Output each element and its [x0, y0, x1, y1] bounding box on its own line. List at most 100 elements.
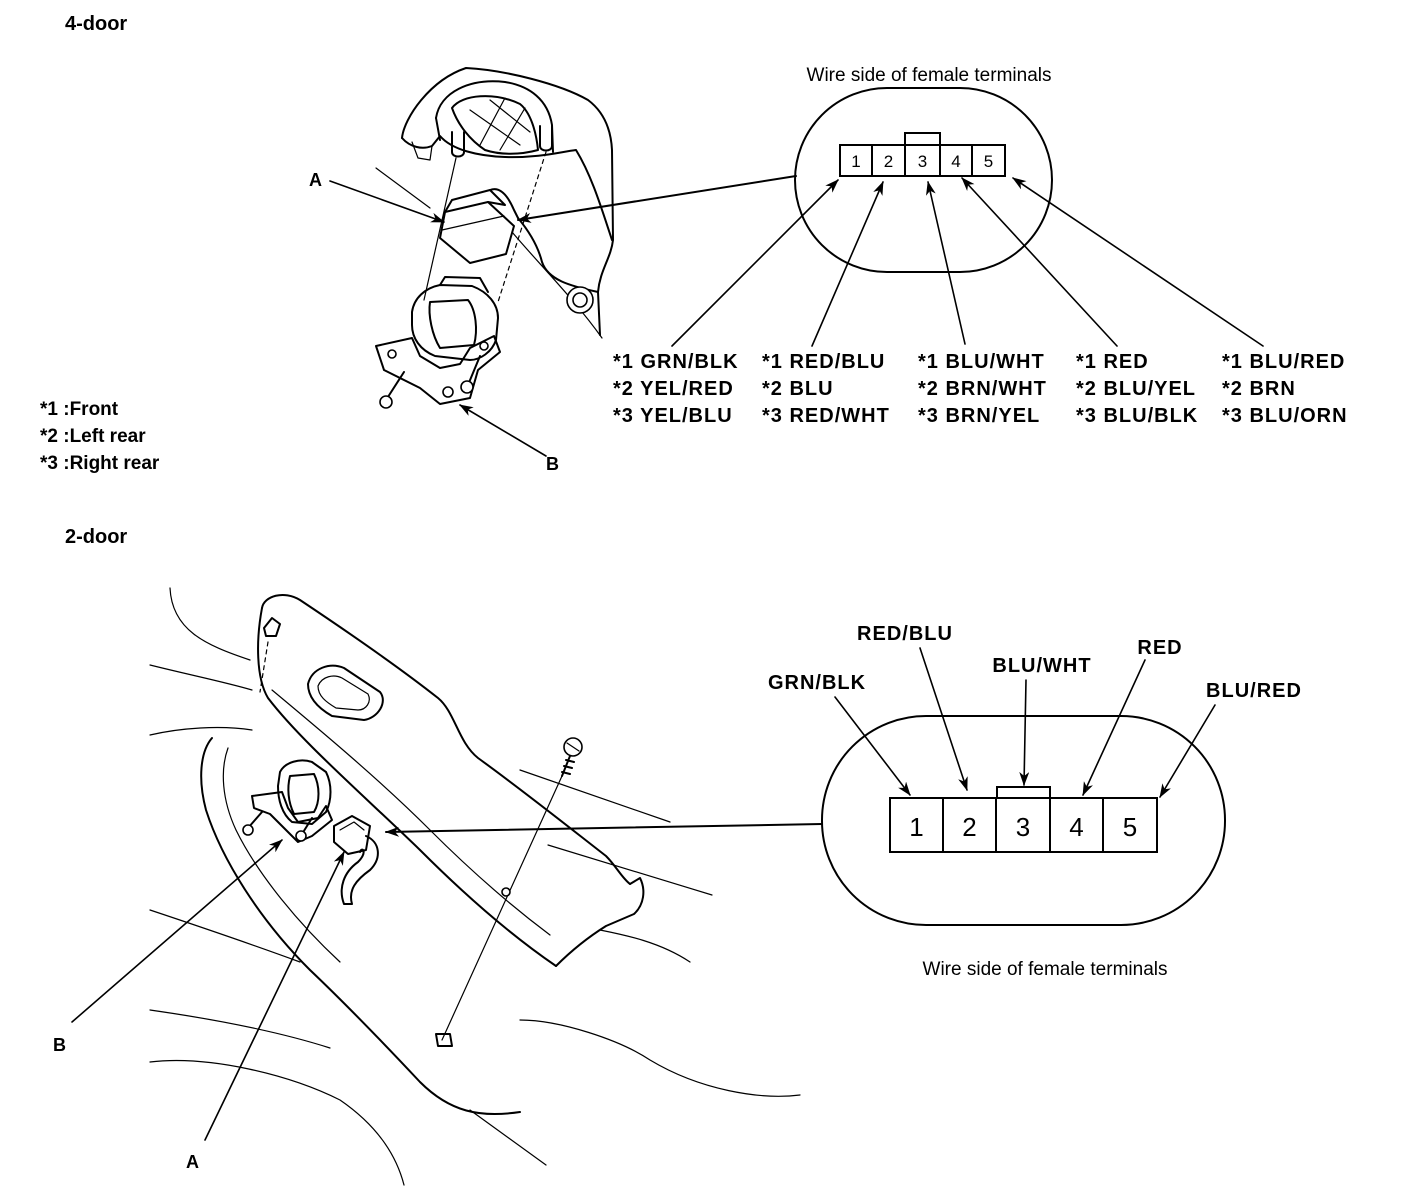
- wire-col2-left-rear: *2 BLU: [762, 378, 834, 400]
- body-contour-11: [469, 1109, 547, 1166]
- mirror-switch-b-2door: [242, 759, 333, 843]
- screw-left-shank: [385, 371, 405, 401]
- body-contour-8: [547, 844, 713, 896]
- trim-screw-hole: [501, 887, 511, 897]
- bracket-hole-left: [387, 349, 397, 359]
- door-panel-crease: [271, 689, 551, 936]
- wire-arrow-terminal-5: [1159, 704, 1216, 798]
- door-shell-inner: [222, 747, 341, 963]
- wire-col4-right-rear: *3 BLU/BLK: [1076, 405, 1198, 427]
- body-contour-7: [519, 769, 671, 823]
- body-contour-4: [149, 909, 301, 963]
- wire-labels-2door: GRN/BLK RED/BLU BLU/WHT RED BLU/RED: [768, 623, 1302, 702]
- terminal-1-number: 1: [909, 812, 923, 842]
- trim-clip-square: [435, 1033, 453, 1047]
- trim-clip-right: [539, 125, 553, 152]
- terminal-3-box: [995, 797, 1051, 853]
- body-contour-1: [169, 587, 251, 661]
- connector-a-2door: [333, 815, 379, 905]
- door-handle-inner: [317, 675, 370, 711]
- wire-col3-front: *1 BLU/WHT: [918, 351, 1045, 373]
- wire-label-terminal-5: BLU/RED: [1206, 680, 1302, 702]
- door-panel-end: [555, 877, 645, 967]
- connector-a-wire: [489, 188, 519, 219]
- terminal-3-number: 3: [1016, 812, 1030, 842]
- connector-a-body: [333, 815, 371, 855]
- wire-arrow-terminal-4: [961, 177, 1118, 347]
- switch-knob: [287, 773, 320, 815]
- wire-arrow-terminal-1: [834, 696, 911, 796]
- connector-a-4door: [439, 188, 519, 264]
- connector-face-2door: 1 2 3 4 5: [821, 715, 1226, 926]
- wire-col2-right-rear: *3 RED/WHT: [762, 405, 890, 427]
- wire-col1-right-rear: *3 YEL/BLU: [613, 405, 733, 427]
- connector-caption: Wire side of female terminals: [807, 65, 1052, 86]
- trim-screw-thread: [561, 755, 575, 777]
- four-door-illustration: [329, 67, 614, 457]
- legend-left-rear: *2 :Left rear: [40, 426, 146, 447]
- wire-arrow-terminal-3: [1019, 679, 1030, 786]
- body-contour-10: [519, 1019, 801, 1097]
- wire-arrow-terminal-2: [811, 181, 884, 347]
- bracket-hole-bottom: [442, 386, 454, 398]
- terminal-4-number: 4: [1069, 812, 1083, 842]
- terminal-5-box: [1102, 797, 1158, 853]
- wire-col5-right-rear: *3 BLU/ORN: [1222, 405, 1348, 427]
- two-door-heading: 2-door: [65, 526, 127, 548]
- terminal-3-box: [904, 144, 941, 177]
- door-panel-top-edge: [261, 593, 631, 885]
- terminal-2-number: 2: [884, 152, 893, 171]
- callout-a-leader: [329, 180, 445, 223]
- door-shell-outer: [200, 737, 521, 1116]
- connector-face-4door: 1 2 3 4 5: [794, 87, 1053, 273]
- callout-a-label: A: [309, 170, 322, 190]
- handle-recess-outline: [435, 80, 554, 153]
- grommet-hole-inner: [572, 292, 588, 308]
- screw-left-head: [242, 824, 254, 836]
- terminal-4-number: 4: [951, 152, 960, 171]
- trim-clip-left: [451, 131, 465, 158]
- wire-arrow-terminal-2: [919, 647, 968, 791]
- door-handle-recess: [307, 664, 384, 721]
- connector-pointer-arrow: [517, 175, 797, 223]
- wire-label-terminal-4: RED: [1137, 637, 1182, 659]
- wire-col1-front: *1 GRN/BLK: [613, 351, 739, 373]
- alignment-line-solid: [423, 157, 457, 301]
- switch-bracket: [375, 335, 501, 405]
- screw-left-head: [379, 395, 393, 409]
- terminal-5-box: [971, 144, 1006, 177]
- mirror-switch-b-4door: [375, 276, 501, 405]
- door-handle-opening: [451, 95, 539, 155]
- switch-knob: [428, 299, 477, 349]
- screw-right-head: [460, 380, 474, 394]
- connector-pointer-arrow-2door: [385, 823, 823, 837]
- switch-knob-top: [439, 276, 489, 293]
- wire-label-terminal-2: RED/BLU: [857, 623, 953, 645]
- callout-a-leader: [204, 851, 345, 1141]
- connector-a-body: [439, 201, 515, 264]
- screw-right-shank: [467, 355, 481, 386]
- callout-b-label: B: [546, 454, 559, 474]
- door-handle-hatching: [469, 97, 531, 151]
- lower-trim-edge: [517, 217, 599, 293]
- terminal-5-number: 5: [1123, 812, 1137, 842]
- wire-col1-left-rear: *2 YEL/RED: [613, 378, 734, 400]
- terminal-5-number: 5: [984, 152, 993, 171]
- terminal-1-box: [839, 144, 873, 177]
- door-trim-notch: [411, 141, 433, 161]
- panel-clip-line: [259, 641, 269, 693]
- legend-front: *1 :Front: [40, 399, 119, 420]
- terminal-3-number: 3: [918, 152, 927, 171]
- wire-label-terminal-3: BLU/WHT: [992, 655, 1091, 677]
- callout-a-label-2door: A: [186, 1152, 199, 1172]
- trim-diagonal-line: [375, 167, 431, 209]
- wire-col3-right-rear: *3 BRN/YEL: [918, 405, 1040, 427]
- terminal-2-box: [871, 144, 906, 177]
- door-trim-outer-edge: [401, 67, 614, 336]
- connector-outline: [821, 715, 1226, 926]
- four-door-heading: 4-door: [65, 13, 127, 35]
- switch-housing: [411, 284, 499, 361]
- terminal-4-box: [1049, 797, 1104, 853]
- trim-screw-alignment-line: [441, 775, 563, 1041]
